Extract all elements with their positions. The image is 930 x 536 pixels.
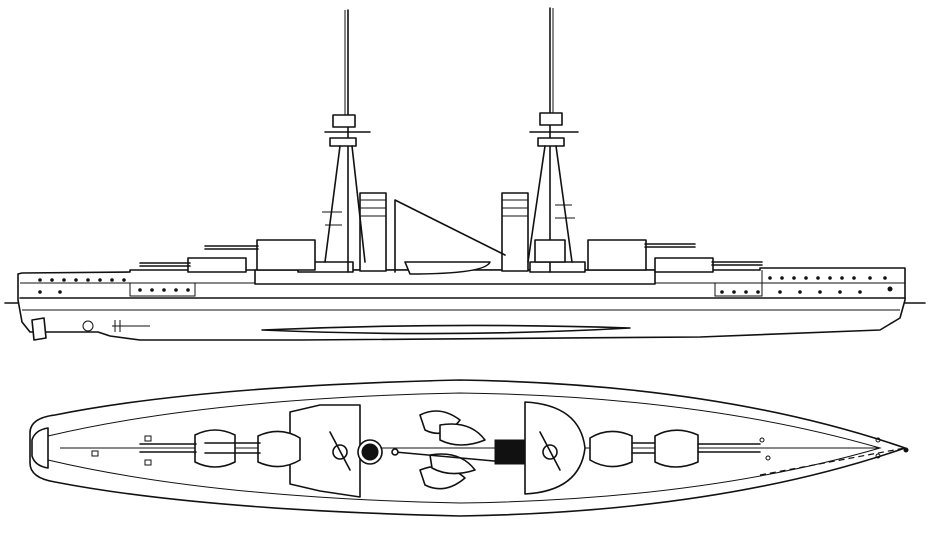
hull-profile	[17, 267, 906, 341]
fore-turrets	[587, 239, 763, 273]
portholes-fore	[720, 276, 893, 294]
boats-plan	[419, 410, 486, 490]
stern	[31, 427, 49, 469]
turret-a	[654, 257, 714, 273]
fore-turrets-plan	[589, 429, 761, 468]
bilge-keel	[261, 324, 631, 335]
conning-tower	[534, 239, 566, 263]
fore-funnel	[501, 192, 529, 272]
portholes-aft	[38, 278, 190, 294]
propeller	[82, 320, 94, 332]
aft-superstructure	[289, 404, 361, 498]
turret-b	[587, 239, 647, 271]
fore-deckhouse	[529, 261, 586, 273]
boat-crane	[394, 199, 506, 273]
aft-casemate	[129, 283, 196, 297]
turret-y	[256, 239, 316, 271]
fore-funnel-plan	[494, 439, 526, 465]
profile-view	[4, 7, 926, 341]
plan-view	[29, 379, 909, 517]
bow-dashed-line	[759, 447, 906, 476]
propeller-shaft	[112, 320, 150, 332]
aft-mast	[322, 9, 371, 273]
fore-mast	[527, 7, 579, 273]
boat-crane-plan	[394, 451, 506, 463]
fore-casemate	[714, 270, 763, 297]
aft-turrets-plan	[139, 429, 301, 468]
aft-turrets	[139, 239, 316, 273]
rudder	[31, 317, 47, 341]
ships-boat	[404, 261, 491, 275]
turret-x	[187, 257, 247, 273]
